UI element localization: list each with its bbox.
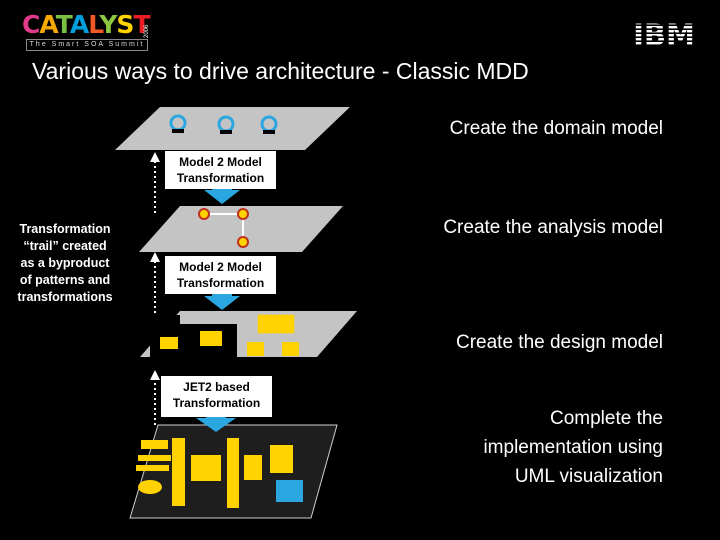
slide-title: Various ways to drive architecture - Cla… bbox=[32, 58, 529, 84]
transformation-box-3: JET2 based Transformation bbox=[161, 376, 272, 417]
logo-tagline: The Smart SOA Summit bbox=[26, 39, 148, 51]
side-note-line1: Transformation bbox=[19, 222, 111, 236]
catalyst-logo-word: CATALYST bbox=[22, 10, 151, 39]
implementation-elements bbox=[136, 438, 303, 508]
transformation-box-1-line2: Transformation bbox=[176, 171, 265, 185]
analysis-model-plane bbox=[139, 206, 343, 252]
level-label-analysis: Create the analysis model bbox=[443, 217, 663, 238]
side-note-line2: “trail” created bbox=[23, 239, 107, 253]
transformation-box-2-line1: Model 2 Model bbox=[179, 260, 262, 274]
design-model-elements bbox=[150, 314, 299, 357]
transformation-box-3-line2: Transformation bbox=[172, 396, 261, 410]
transformation-box-1-line1: Model 2 Model bbox=[179, 155, 262, 169]
catalyst-logo: CATALYST 2006 The Smart SOA Summit bbox=[22, 10, 152, 51]
final-step-text: Complete the implementation using UML vi… bbox=[483, 404, 663, 491]
transformation-box-3-line1: JET2 based bbox=[183, 380, 250, 394]
ibm-logo-text: IBM bbox=[633, 18, 695, 48]
level-label-domain: Create the domain model bbox=[449, 118, 663, 139]
level-label-design: Create the design model bbox=[455, 332, 663, 353]
final-step-line2: implementation using bbox=[483, 437, 663, 458]
side-note-line4: of patterns and bbox=[19, 273, 111, 287]
trail-side-note: Transformation “trail” created as a bypr… bbox=[6, 221, 124, 306]
side-note-line3: as a byproduct bbox=[20, 256, 110, 270]
analysis-model-nodes bbox=[198, 208, 249, 248]
final-step-line3: UML visualization bbox=[514, 466, 663, 487]
transformation-box-1: Model 2 Model Transformation bbox=[165, 151, 276, 189]
final-step-line1: Complete the bbox=[549, 408, 663, 429]
transformation-box-2-line2: Transformation bbox=[176, 276, 265, 290]
ibm-logo: IBM bbox=[633, 18, 695, 48]
transformation-box-2: Model 2 Model Transformation bbox=[165, 256, 276, 294]
side-note-line5: transformations bbox=[17, 290, 113, 304]
